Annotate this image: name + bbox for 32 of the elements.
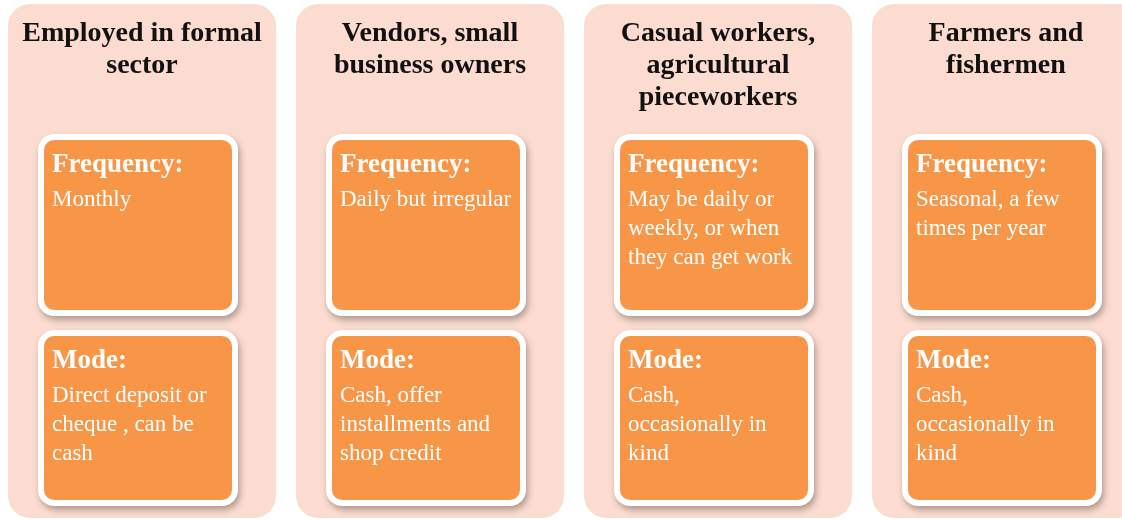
box-text: May be daily or weekly, or when they can get work [628, 185, 794, 271]
box-text: Cash, offer installments and shop credit [340, 381, 492, 467]
category-heading: Employed in formal sector [21, 16, 263, 80]
category-panel [584, 4, 852, 518]
info-box [902, 330, 1102, 506]
info-box [326, 134, 526, 316]
info-box [902, 134, 1102, 316]
info-box [38, 330, 238, 506]
category-heading: Vendors, small business owners [332, 16, 528, 80]
info-box [38, 134, 238, 316]
box-text: Cash, occasionally in kind [916, 381, 1056, 467]
box-heading: Mode: [628, 343, 704, 376]
box-heading: Mode: [916, 343, 992, 376]
box-heading: Frequency: [628, 147, 761, 180]
category-heading: Casual workers, agricultural pieceworkers [619, 16, 817, 112]
info-box [614, 134, 814, 316]
info-box [614, 330, 814, 506]
box-heading: Frequency: [340, 147, 473, 180]
box-heading: Frequency: [916, 147, 1049, 180]
box-heading: Frequency: [52, 147, 185, 180]
category-panel [296, 4, 564, 518]
info-box [326, 330, 526, 506]
category-panel [8, 4, 276, 518]
box-text: Monthly [52, 185, 133, 213]
box-heading: Mode: [340, 343, 416, 376]
box-text: Cash, occasionally in kind [628, 381, 768, 467]
box-heading: Mode: [52, 343, 128, 376]
box-text: Daily but irregular [340, 185, 512, 213]
box-text: Seasonal, a few times per year [916, 185, 1061, 242]
box-text: Direct deposit or cheque , can be cash [52, 381, 208, 467]
category-panel [872, 4, 1122, 518]
category-heading: Farmers and fishermen [927, 16, 1085, 80]
